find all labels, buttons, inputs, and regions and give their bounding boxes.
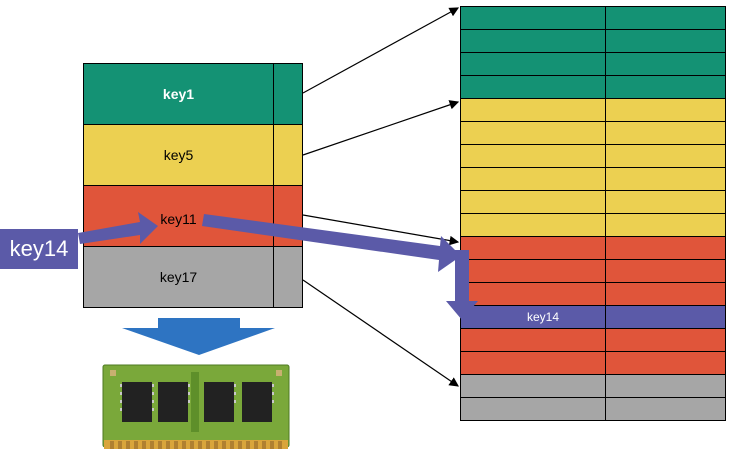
index-key-label: key11 xyxy=(160,211,197,227)
data-cell xyxy=(604,167,727,191)
search-arrow-to-data xyxy=(202,214,461,272)
data-cell xyxy=(460,75,606,99)
index-row-key1: key1 xyxy=(83,63,303,125)
data-cell xyxy=(460,259,606,283)
data-row xyxy=(460,167,727,191)
data-row xyxy=(460,351,727,375)
index-row-key17: key17 xyxy=(83,246,303,308)
pointer-arrow-key11 xyxy=(302,214,460,246)
data-cell xyxy=(604,6,727,30)
down-arrow-icon xyxy=(122,318,275,355)
data-cell xyxy=(460,52,606,76)
data-cell xyxy=(604,29,727,53)
data-cell xyxy=(460,98,606,122)
data-cell xyxy=(460,282,606,306)
data-cell xyxy=(604,144,727,168)
highlighted-key-label: key14 xyxy=(460,305,606,329)
data-cell xyxy=(604,52,727,76)
data-row xyxy=(460,374,727,398)
data-cell xyxy=(604,259,727,283)
data-row xyxy=(460,75,727,99)
data-row xyxy=(460,397,727,421)
data-row xyxy=(460,144,727,168)
search-key-tag: key14 xyxy=(0,229,78,269)
data-row xyxy=(460,52,727,76)
data-cell xyxy=(604,374,727,398)
data-cell xyxy=(604,236,727,260)
pointer-cell xyxy=(273,186,302,246)
data-row xyxy=(460,259,727,283)
data-cell xyxy=(604,397,727,421)
data-cell xyxy=(460,397,606,421)
data-cell xyxy=(604,75,727,99)
data-cell xyxy=(604,98,727,122)
data-row xyxy=(460,6,727,30)
data-cell xyxy=(460,351,606,375)
data-row xyxy=(460,121,727,145)
data-cell xyxy=(460,6,606,30)
data-cell xyxy=(460,213,606,237)
data-cell xyxy=(460,374,606,398)
index-key-label: key5 xyxy=(163,147,194,163)
data-cell xyxy=(460,144,606,168)
ram-module-icon xyxy=(102,364,290,449)
data-cell xyxy=(460,29,606,53)
data-row xyxy=(460,29,727,53)
pointer-arrow-key5 xyxy=(302,100,460,156)
pointer-arrow-key17 xyxy=(302,279,459,387)
search-arrow-into-index xyxy=(78,212,158,244)
search-arrow-down xyxy=(446,250,478,320)
data-row-highlighted: key14 xyxy=(460,305,727,329)
pointer-arrow-key1 xyxy=(302,7,460,94)
data-cell xyxy=(604,305,727,329)
data-row xyxy=(460,98,727,122)
pointer-cell xyxy=(273,64,302,124)
index-key-label: key17 xyxy=(159,269,198,285)
pointer-cell xyxy=(273,247,302,307)
index-key-label: key1 xyxy=(162,86,195,102)
data-table: key14 xyxy=(460,6,727,421)
pointer-cell xyxy=(273,125,302,185)
data-cell xyxy=(604,190,727,214)
data-row xyxy=(460,190,727,214)
data-cell xyxy=(604,328,727,352)
data-row xyxy=(460,213,727,237)
data-cell xyxy=(604,121,727,145)
